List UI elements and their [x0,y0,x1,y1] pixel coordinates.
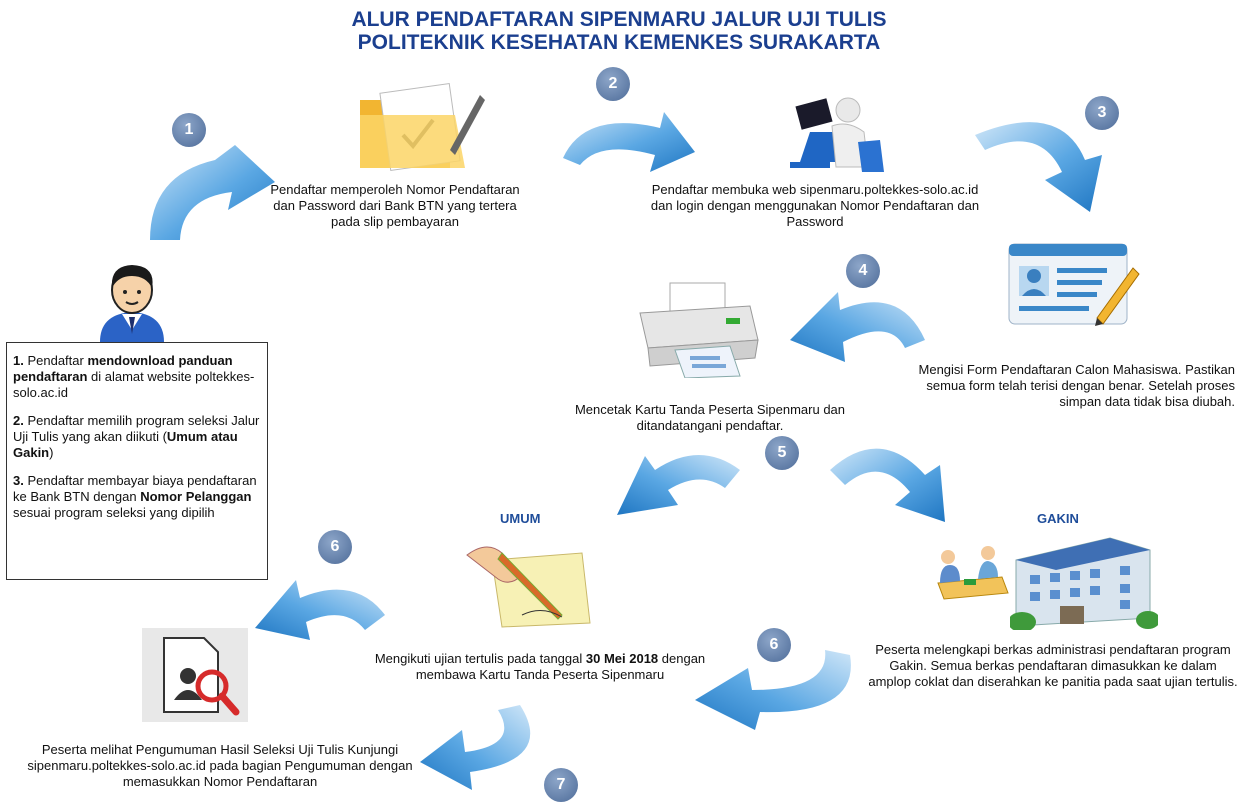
instruction-2: 2. Pendaftar memilih program seleksi Jal… [13,413,260,460]
user-avatar-icon [100,265,164,342]
title-line-2: POLITEKNIK KESEHATAN KEMENKES SURAKARTA [357,31,881,54]
gakin-label: GAKIN [1037,511,1079,526]
form-pencil-icon [1008,243,1140,326]
arrow-5-gakin [830,448,945,522]
gakin-text: Peserta melengkapi berkas administrasi p… [868,642,1238,689]
step-badge-3: 3 [1085,96,1119,130]
meeting-icon [937,546,1009,600]
umum-text: Mengikuti ujian tertulis pada tanggal 30… [374,651,706,682]
arrow-3 [975,122,1102,212]
step-badge-1: 1 [172,113,206,147]
step-4-text: Mencetak Kartu Tanda Peserta Sipenmaru d… [574,402,846,433]
instruction-1: 1. Pendaftar mendownload panduan pendaft… [13,353,255,400]
step-2-text: Pendaftar membuka web sipenmaru.poltekke… [650,182,980,229]
arrow-6-umum [255,580,385,640]
folder-document-icon [360,82,485,172]
search-document-icon [142,628,248,722]
step-3-text: Mengisi Form Pendaftaran Calon Mahasiswa… [918,362,1235,409]
arrow-7 [420,705,531,790]
step-1-text: Pendaftar memperoleh Nomor Pendaftaran d… [270,182,520,229]
arrow-4 [790,292,925,362]
computer-user-icon [790,97,884,172]
step-badge-6-umum: 6 [318,530,352,564]
printer-icon [639,282,759,378]
arrow-1 [150,145,275,240]
result-text: Peserta melihat Pengumuman Hasil Seleksi… [27,742,413,789]
instructions-box: 1. Pendaftar mendownload panduan pendaft… [6,342,268,580]
step-badge-7: 7 [544,768,578,802]
instruction-3: 3. Pendaftar membayar biaya pendaftaran … [13,473,257,520]
step-badge-4: 4 [846,254,880,288]
building-icon [1010,537,1158,630]
pen-signing-icon [466,546,591,628]
arrow-2 [563,112,695,172]
step-badge-2: 2 [596,67,630,101]
arrow-5-umum [617,455,740,515]
umum-label: UMUM [500,511,541,526]
step-badge-6-gakin: 6 [757,628,791,662]
step-badge-5: 5 [765,436,799,470]
arrow-6-gakin [695,650,851,730]
title-line-1: ALUR PENDAFTARAN SIPENMARU JALUR UJI TUL… [351,8,887,31]
